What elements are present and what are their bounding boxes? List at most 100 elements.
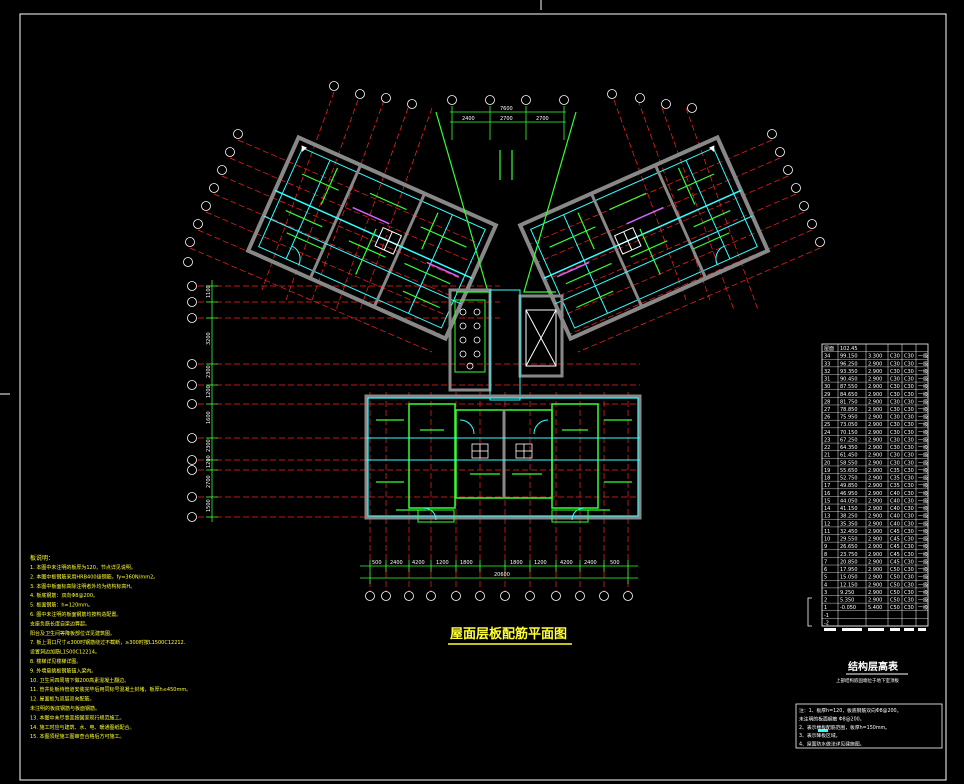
table-cell: C30	[890, 460, 900, 466]
note-line: 阳台及卫生间等降板部位详见建筑图。	[30, 630, 115, 637]
top-dim-0: 2400	[462, 116, 475, 122]
table-cell: 一级	[918, 490, 928, 497]
note-line: 1. 本图中未注明的板厚为120，节点详见说明。	[30, 564, 136, 571]
table-cell: 16	[824, 491, 830, 497]
table-cell: C35	[890, 476, 900, 482]
table-footer-bars	[824, 628, 926, 631]
table-cell: C30	[890, 430, 900, 436]
left-axis-bubbles	[187, 281, 197, 522]
table-cell: C30	[904, 491, 914, 497]
table-cell: 18	[824, 476, 830, 482]
table-cell: C30	[904, 377, 914, 383]
table-cell: C50	[890, 575, 900, 581]
table-cell: 一级	[918, 505, 928, 512]
table-cell: 70.150	[840, 430, 858, 436]
table-cell: C30	[904, 369, 914, 375]
table-cell: 一级	[918, 467, 928, 474]
table-cell: 15	[824, 498, 830, 504]
table-cell: 32.450	[840, 529, 858, 535]
table-cell: 23.750	[840, 552, 858, 558]
notes-right: 注：1、板厚h=120，板底钢筋双向Φ8@200。 未注明的板面钢筋 Φ8@20…	[795, 703, 943, 749]
left-dim-4: 1600	[206, 411, 212, 424]
table-cell: 3	[824, 590, 827, 596]
bottom-dim-6: 1200	[534, 560, 547, 566]
bottom-dim-0: 500	[372, 560, 382, 566]
table-cell: C30	[904, 476, 914, 482]
table-cell: 7	[824, 559, 827, 565]
table-cell: 12	[824, 521, 830, 527]
table-cell: 2.900	[868, 384, 882, 390]
table-cell: 26	[824, 415, 830, 421]
table-cell: C30	[904, 354, 914, 360]
table-cell: 一级	[918, 414, 928, 421]
table-cell: 2.900	[868, 491, 882, 497]
table-cell: C50	[890, 598, 900, 604]
table-cell: 一级	[918, 528, 928, 535]
table-cell: 一级	[918, 475, 928, 482]
note-line: 10. 卫生间四周墙下做200高素混凝土翻边。	[30, 677, 129, 684]
table-cell: 17.950	[840, 567, 858, 573]
left-dim-2: 2300	[206, 365, 212, 378]
table-cell: 一级	[918, 482, 928, 489]
table-cell: C30	[904, 498, 914, 504]
bottom-dim-4: 1800	[460, 560, 473, 566]
table-cell: -1	[824, 613, 829, 619]
table-cell: 2.900	[868, 567, 882, 573]
table-cell: C45	[890, 552, 900, 558]
table-cell: C30	[904, 552, 914, 558]
table-cell: 一级	[918, 398, 928, 405]
note-line: 支座负筋长度自梁边算起。	[30, 620, 90, 627]
table-cell: C30	[890, 422, 900, 428]
notes-left-title: 板说明：	[30, 554, 54, 562]
table-cell: C30	[890, 354, 900, 360]
table-cell: 20.850	[840, 559, 858, 565]
table-cell: C30	[904, 514, 914, 520]
table-cell: 一级	[918, 459, 928, 466]
table-cell: 2.900	[868, 575, 882, 581]
note-line: 15. 本图须经施工图审查合格后方可施工。	[30, 733, 125, 740]
table-cell: 2.900	[868, 392, 882, 398]
top-dim-1: 2700	[500, 116, 513, 122]
table-cell: C30	[904, 575, 914, 581]
table-cell: 8	[824, 552, 827, 558]
table-cell: C45	[890, 544, 900, 550]
table-cell: 一级	[918, 436, 928, 443]
table-cell: C45	[890, 537, 900, 543]
table-cell: C50	[890, 590, 900, 596]
table-cell: C30	[890, 415, 900, 421]
table-cell: 31	[824, 377, 830, 383]
table-cell: 一级	[918, 604, 928, 611]
table-cell: C30	[904, 537, 914, 543]
top-dim-3: 7600	[500, 106, 513, 112]
table-cell: C30	[904, 392, 914, 398]
table-cell: C50	[890, 567, 900, 573]
table-cell: 75.950	[840, 415, 858, 421]
table-cell: 6	[824, 567, 827, 573]
table-cell: 81.750	[840, 399, 858, 405]
table-cell: 一级	[918, 353, 928, 360]
table-cell: 38.250	[840, 514, 858, 520]
table-cell: C30	[890, 369, 900, 375]
right-wing-plan	[517, 134, 771, 342]
note-line: 注：1、板厚h=120，板底钢筋双向Φ8@200。	[799, 707, 901, 714]
table-cell: 41.150	[840, 506, 858, 512]
table-bracket	[807, 597, 812, 627]
table-cell: 一级	[918, 589, 928, 596]
table-cell: 一级	[918, 536, 928, 543]
wing-axis-bubbles	[183, 129, 825, 267]
top-axis-bubbles	[329, 81, 697, 113]
note-line: 未注明的板面钢筋 Φ8@200。	[799, 715, 864, 722]
table-cell: 32	[824, 369, 830, 375]
table-cell: 55.650	[840, 468, 858, 474]
lower-block-plan	[364, 394, 642, 523]
table-cell: C45	[890, 559, 900, 565]
table-cell: 58.550	[840, 460, 858, 466]
note-line: 4. 板底钢筋：双向Φ8@200。	[30, 592, 98, 599]
table-cell: 102.45	[840, 346, 858, 352]
table-cell: 2.900	[868, 521, 882, 527]
left-dim-0: 1100	[206, 285, 212, 298]
table-cell: 10	[824, 537, 830, 543]
table-cell: 2.900	[868, 361, 882, 367]
